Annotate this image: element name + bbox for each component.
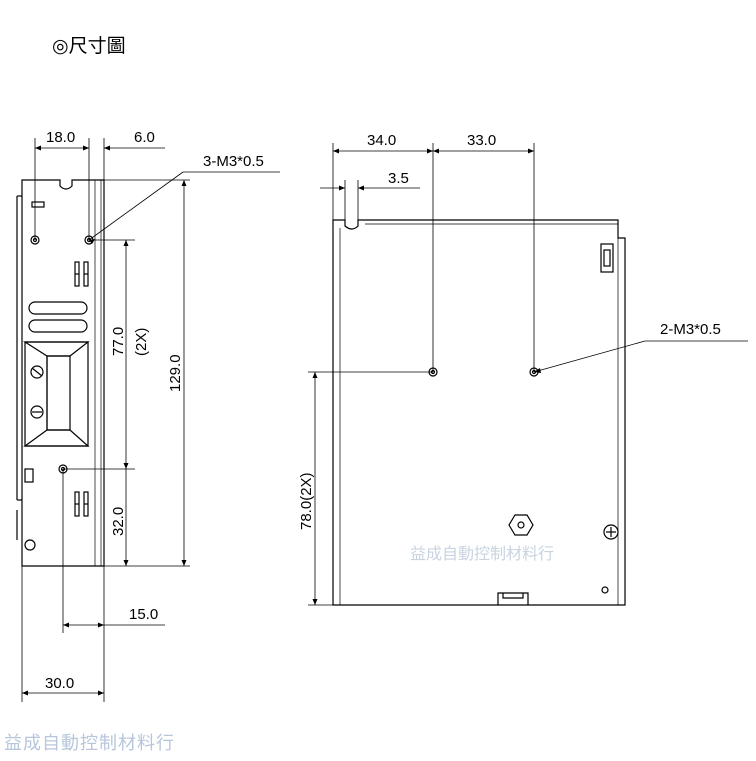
front-view-dimensions: [308, 143, 748, 606]
terminal-screw-icon: [30, 405, 44, 419]
dim-34: 34.0: [367, 132, 396, 149]
hex-nut-icon: [508, 514, 534, 536]
dim-78: 78.0(2X): [298, 472, 315, 530]
watermark-bottom: 益成自動控制材料行: [4, 733, 175, 754]
front-view-arrows: [312, 148, 541, 605]
side-view-outline: [21, 179, 105, 567]
dim-3-5: 3.5: [388, 170, 409, 187]
terminal-screw-icon: [30, 365, 44, 379]
dim-129: 129.0: [167, 354, 184, 392]
side-view: [16, 179, 105, 567]
side-view-dimensions: [21, 138, 280, 702]
dim-32: 32.0: [110, 507, 127, 536]
dim-33: 33.0: [467, 132, 496, 149]
side-hole-callout: 3-M3*0.5: [203, 153, 264, 170]
side-view-arrows: [22, 145, 187, 696]
watermark-inner: 益成自動控制材料行: [410, 544, 554, 563]
front-view-outline: [332, 219, 626, 606]
dim-2x: (2X): [133, 328, 150, 356]
dim-6: 6.0: [134, 129, 155, 146]
dim-18: 18.0: [46, 129, 75, 146]
ground-screw-icon: [603, 524, 619, 540]
dim-77: 77.0: [110, 327, 127, 356]
dim-30: 30.0: [45, 675, 74, 692]
front-hole-callout: 2-M3*0.5: [660, 321, 721, 338]
page-title: ◎尺寸圖: [52, 35, 126, 57]
dim-15: 15.0: [129, 606, 158, 623]
